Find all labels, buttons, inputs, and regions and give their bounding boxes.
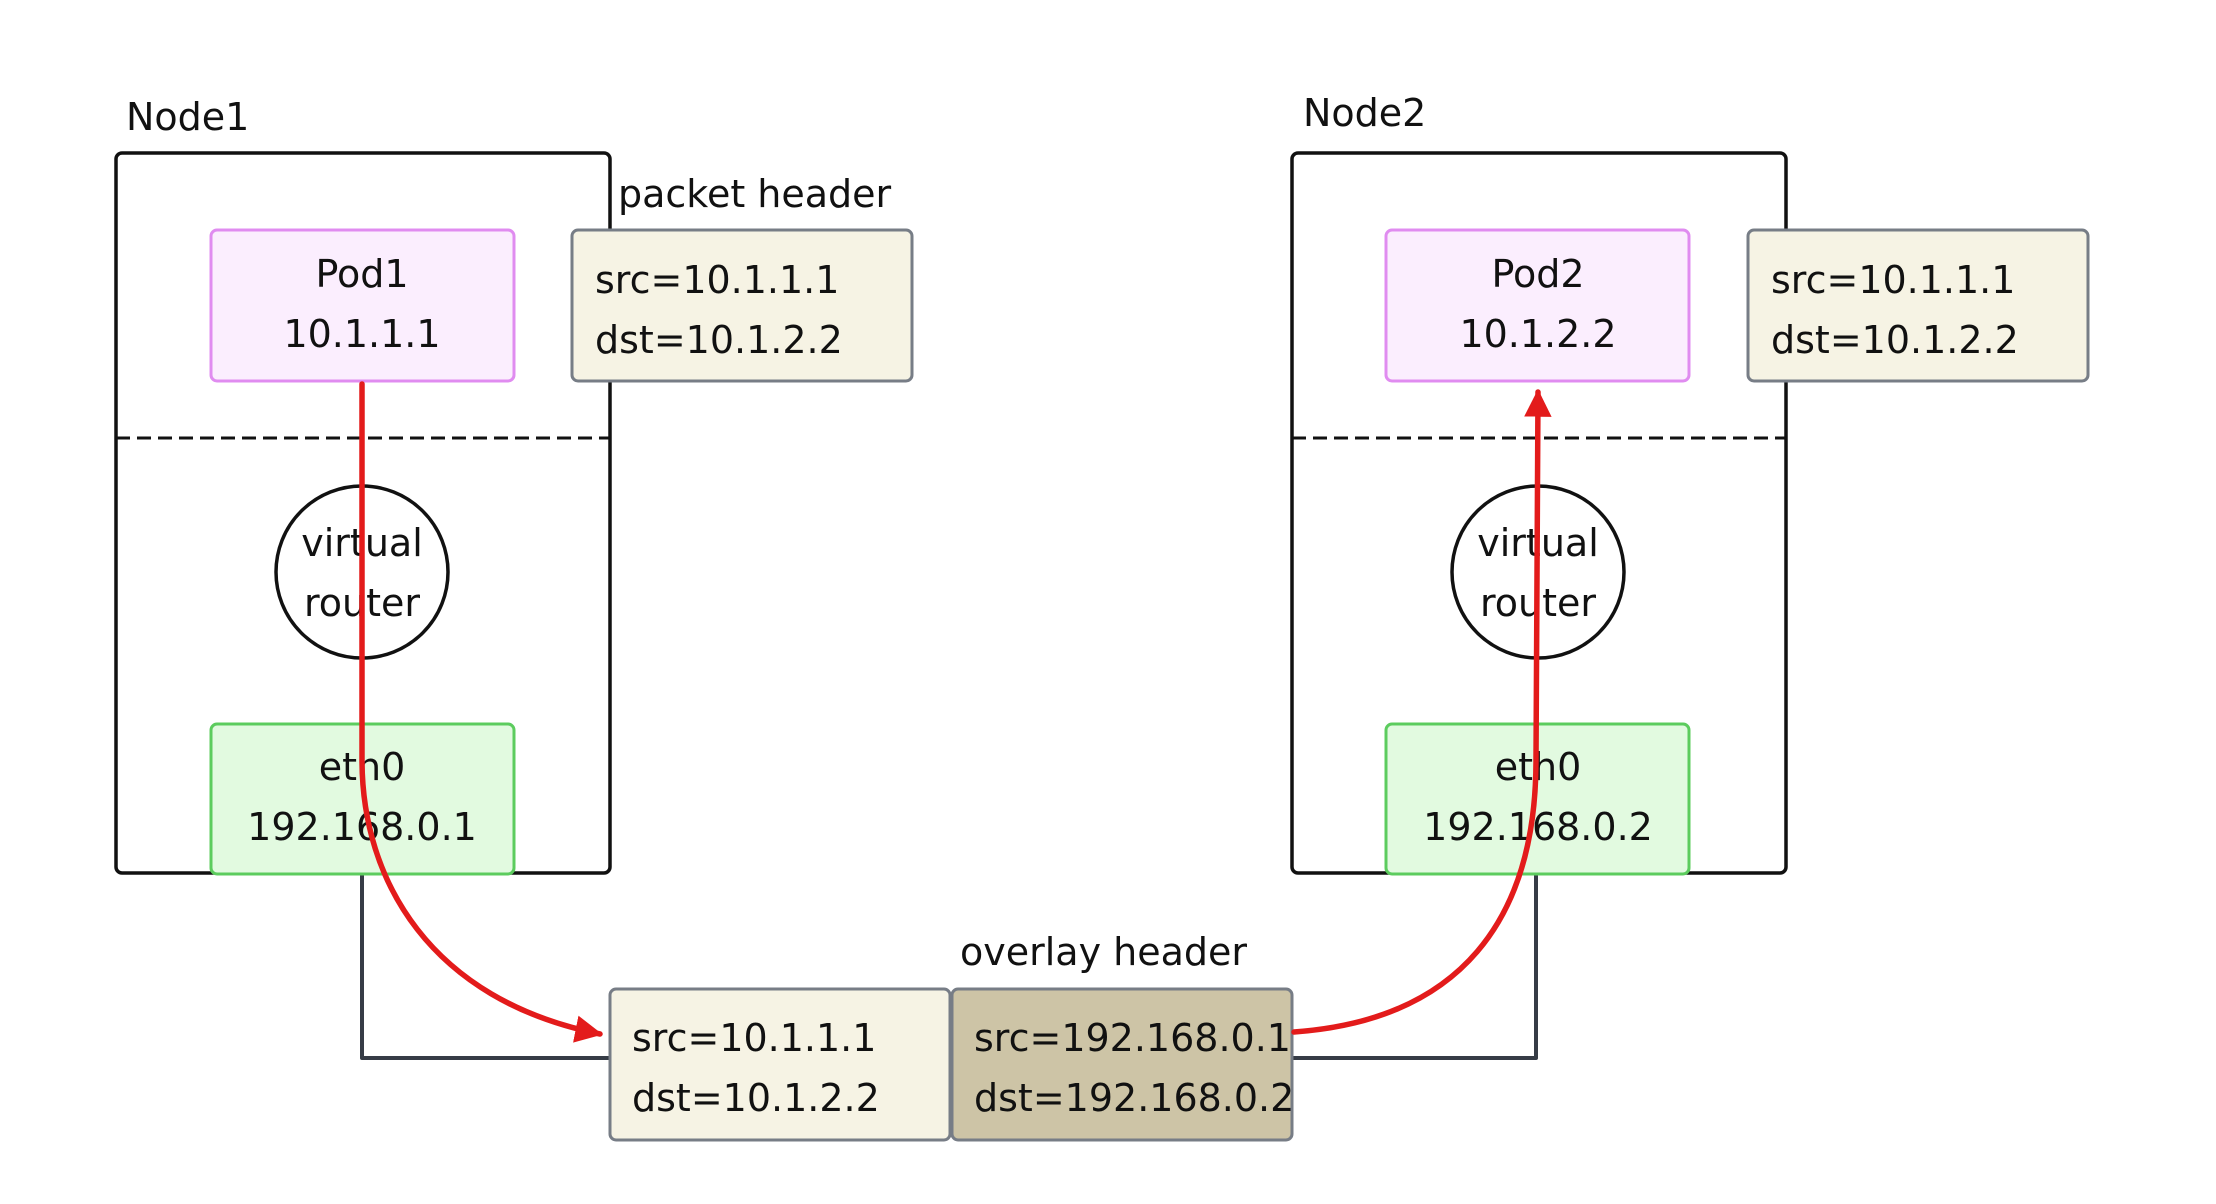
node1-title: Node1: [126, 95, 249, 139]
node1-pod[interactable]: Pod1 10.1.1.1: [209, 228, 516, 383]
inner-dst: dst=10.1.2.2: [632, 1076, 880, 1120]
packet-header-node1: src=10.1.1.1 dst=10.1.2.2: [570, 228, 914, 383]
overlay-header-label: overlay header: [960, 930, 1247, 974]
packet-src: src=10.1.1.1: [1771, 258, 2015, 302]
overlay-outer-header: [950, 987, 1294, 1142]
packet-header-node2: src=10.1.1.1 dst=10.1.2.2: [1746, 228, 2090, 383]
overlay-inner-header: [608, 987, 952, 1142]
pod-name: Pod2: [1491, 252, 1584, 296]
packet-dst: dst=10.1.2.2: [1771, 318, 2019, 362]
pod-ip: 10.1.2.2: [1459, 312, 1616, 356]
packet-dst: dst=10.1.2.2: [595, 318, 843, 362]
pod-ip: 10.1.1.1: [283, 312, 440, 356]
packet-src: src=10.1.1.1: [595, 258, 839, 302]
flow-arrow-pod1-to-overlay: [359, 381, 603, 1043]
outer-dst: dst=192.168.0.2: [974, 1076, 1294, 1120]
node2-pod[interactable]: Pod2 10.1.2.2: [1384, 228, 1691, 383]
flow-arrow-overlay-to-pod2: [1291, 389, 1552, 1035]
inner-src: src=10.1.1.1: [632, 1016, 876, 1060]
eth-ip: 192.168.0.1: [247, 805, 477, 849]
eth-ip: 192.168.0.2: [1423, 805, 1653, 849]
node2-title: Node2: [1303, 91, 1426, 135]
outer-src: src=192.168.0.1: [974, 1016, 1291, 1060]
overlay-packet: src=10.1.1.1 dst=10.1.2.2 src=192.168.0.…: [608, 987, 1294, 1142]
packet-header-label: packet header: [618, 172, 892, 216]
pod-name: Pod1: [315, 252, 408, 296]
